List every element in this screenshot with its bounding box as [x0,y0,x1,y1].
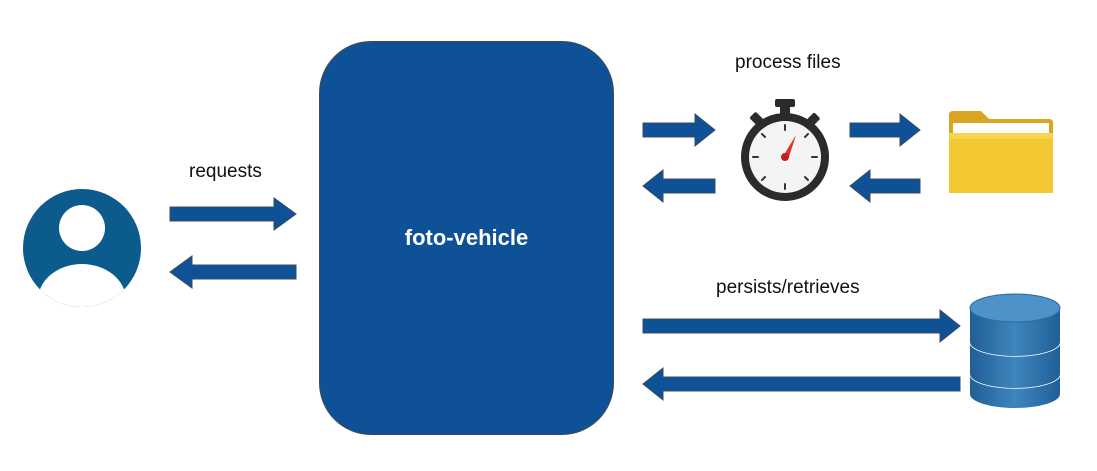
requests-label: requests [189,161,262,182]
foto-vehicle-box: foto-vehicle [319,41,614,435]
process-files-label: process files [735,52,841,73]
arrow-app-to-db [642,308,961,344]
database-icon [969,293,1061,408]
persists-retrieves-label: persists/retrieves [716,277,860,298]
user-icon [23,189,141,307]
arrow-user-to-app [169,197,297,231]
arrow-stopwatch-to-app [642,168,716,204]
arrow-folder-to-stopwatch [849,168,921,204]
arrow-db-to-app [642,366,961,402]
arrow-app-to-stopwatch [642,112,716,148]
stopwatch-icon [741,99,829,201]
folder-icon [949,111,1053,193]
arrow-stopwatch-to-folder [849,112,921,148]
arrow-app-to-user [169,255,297,289]
foto-vehicle-label: foto-vehicle [404,225,529,250]
